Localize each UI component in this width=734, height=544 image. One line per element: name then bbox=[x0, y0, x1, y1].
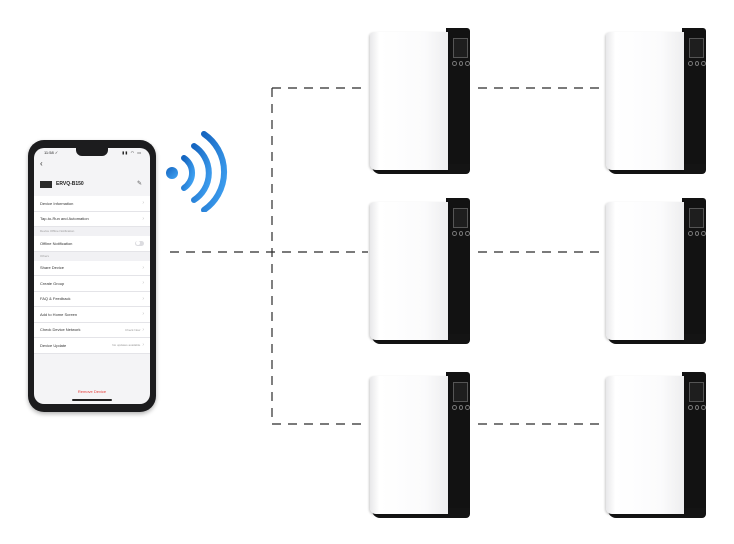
menu-row[interactable]: Tap-to-Run and Automation › bbox=[34, 211, 150, 227]
menu-row[interactable]: Offline Notification bbox=[34, 236, 150, 252]
energy-storage-unit bbox=[370, 372, 471, 520]
device-thumbnail bbox=[40, 180, 52, 188]
chevron-right-icon: › bbox=[142, 311, 144, 318]
unit-front-panel bbox=[370, 32, 448, 170]
menu-row[interactable]: Create Group › bbox=[34, 276, 150, 292]
unit-button bbox=[701, 231, 707, 236]
menu-row-label: Create Group bbox=[40, 280, 65, 286]
menu-row-value: No updates available bbox=[112, 343, 141, 348]
menu-row[interactable]: Device Information › bbox=[34, 196, 150, 212]
unit-button bbox=[688, 231, 693, 236]
unit-buttons bbox=[688, 231, 707, 236]
unit-front-panel bbox=[370, 376, 448, 514]
home-indicator bbox=[72, 399, 112, 401]
chevron-right-icon: › bbox=[142, 280, 144, 287]
unit-button bbox=[452, 405, 457, 410]
chevron-right-icon: › bbox=[142, 295, 144, 302]
phone-notch bbox=[76, 148, 108, 156]
energy-storage-unit bbox=[370, 28, 471, 176]
signal-dot bbox=[166, 167, 178, 179]
unit-front-panel bbox=[606, 376, 684, 514]
energy-storage-unit bbox=[606, 198, 707, 346]
chevron-right-icon: › bbox=[142, 326, 144, 333]
unit-button bbox=[694, 231, 700, 236]
menu-row-label: FAQ & Feedback bbox=[40, 296, 71, 302]
unit-buttons bbox=[452, 61, 471, 66]
menu-row-label: Offline Notification bbox=[40, 240, 73, 246]
signal-arc-1 bbox=[181, 155, 195, 191]
unit-display bbox=[453, 382, 468, 402]
unit-front-panel bbox=[370, 202, 448, 340]
unit-display bbox=[453, 208, 468, 228]
unit-buttons bbox=[452, 231, 471, 236]
status-time: 11:58 ✓ bbox=[44, 150, 59, 155]
unit-buttons bbox=[688, 405, 707, 410]
back-chevron-icon[interactable]: ‹ bbox=[40, 159, 43, 168]
smartphone: 11:58 ✓ ▮▮ ◠ ▭ ‹ ERVQ-B150 ✎ Device Info… bbox=[28, 140, 156, 412]
unit-buttons bbox=[688, 61, 707, 66]
unit-button bbox=[688, 61, 693, 66]
unit-button bbox=[701, 405, 707, 410]
status-icons: ▮▮ ◠ ▭ bbox=[122, 150, 142, 155]
menu-row[interactable]: Add to Home Screen › bbox=[34, 307, 150, 323]
unit-buttons bbox=[452, 405, 471, 410]
menu-row-label: Device Update bbox=[40, 342, 67, 348]
wifi-signal-icon bbox=[166, 131, 228, 212]
unit-display bbox=[689, 38, 704, 58]
unit-button bbox=[694, 405, 700, 410]
unit-button bbox=[452, 231, 457, 236]
unit-button bbox=[465, 231, 471, 236]
menu-section-header: Device Offline Notification bbox=[34, 227, 150, 236]
remove-device-button[interactable]: Remove Device bbox=[77, 389, 107, 394]
menu-row[interactable]: Share Device › bbox=[34, 260, 150, 276]
menu-row-label: Check Device Network bbox=[40, 327, 81, 333]
unit-front-panel bbox=[606, 32, 684, 170]
unit-button bbox=[688, 405, 693, 410]
device-header: ERVQ-B150 ✎ bbox=[40, 176, 144, 192]
menu-row[interactable]: FAQ & Feedback › bbox=[34, 291, 150, 307]
menu-row-label: Add to Home Screen bbox=[40, 311, 78, 317]
unit-button bbox=[458, 231, 464, 236]
chevron-right-icon: › bbox=[142, 264, 144, 271]
unit-display bbox=[689, 382, 704, 402]
energy-storage-unit bbox=[606, 372, 707, 520]
device-name: ERVQ-B150 bbox=[56, 181, 84, 187]
settings-menu: Device Information›Tap-to-Run and Automa… bbox=[34, 196, 150, 354]
menu-row[interactable]: Check Device Network Check Now› bbox=[34, 322, 150, 338]
menu-row-label: Device Information bbox=[40, 200, 74, 206]
menu-row-label: Tap-to-Run and Automation bbox=[40, 216, 89, 222]
chevron-right-icon: › bbox=[142, 200, 144, 207]
phone-screen: 11:58 ✓ ▮▮ ◠ ▭ ‹ ERVQ-B150 ✎ Device Info… bbox=[34, 148, 150, 404]
menu-section-header: Others bbox=[34, 251, 150, 261]
unit-button bbox=[458, 61, 464, 66]
unit-display bbox=[689, 208, 704, 228]
unit-button bbox=[694, 61, 700, 66]
menu-row-value: Check Now bbox=[124, 327, 141, 332]
energy-storage-unit bbox=[370, 198, 471, 346]
offline-notification-toggle[interactable] bbox=[135, 240, 144, 246]
menu-row-label: Share Device bbox=[40, 265, 65, 271]
energy-storage-unit bbox=[606, 28, 707, 176]
chevron-right-icon: › bbox=[142, 342, 144, 349]
unit-button bbox=[452, 61, 457, 66]
unit-button bbox=[701, 61, 707, 66]
signal-arc-2 bbox=[191, 143, 212, 203]
unit-front-panel bbox=[606, 202, 684, 340]
menu-row[interactable]: Device Update No updates available› bbox=[34, 338, 150, 354]
edit-pencil-icon[interactable]: ✎ bbox=[136, 181, 142, 187]
signal-arc-3 bbox=[201, 131, 228, 212]
unit-button bbox=[465, 61, 471, 66]
unit-button bbox=[458, 405, 464, 410]
chevron-right-icon: › bbox=[142, 215, 144, 222]
unit-display bbox=[453, 38, 468, 58]
unit-button bbox=[465, 405, 471, 410]
